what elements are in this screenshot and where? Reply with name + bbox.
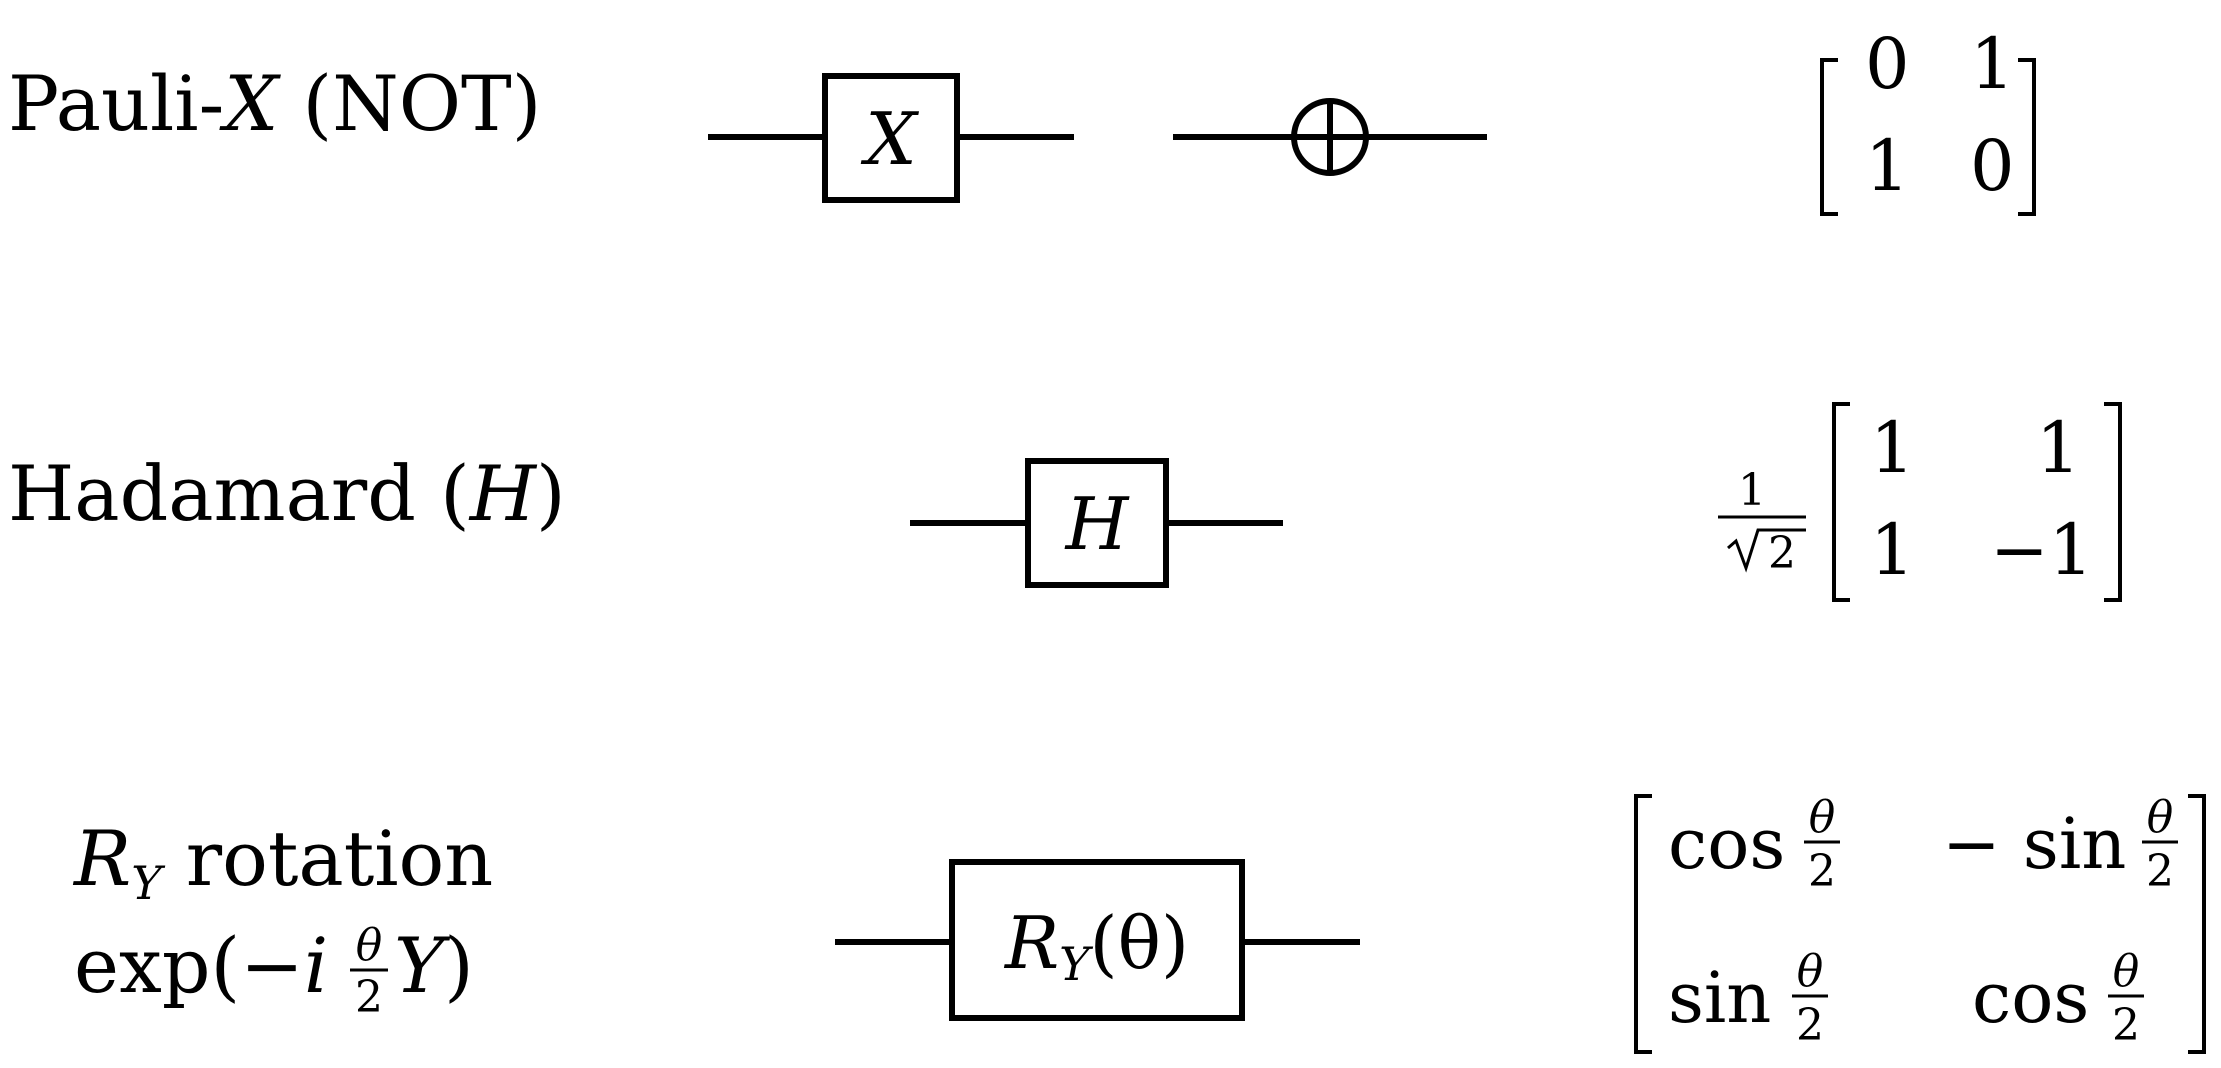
matrix-cell: 1	[2036, 407, 2081, 489]
matrix-cell: −1	[1990, 509, 2093, 591]
fraction-denominator: 2	[355, 972, 383, 1023]
left-bracket	[1820, 58, 1838, 216]
svg-text:cos: cos	[1668, 803, 1785, 885]
hadamard-gate: H	[910, 458, 1283, 588]
svg-text:2: 2	[1796, 1000, 1824, 1051]
left-bracket	[1832, 402, 1850, 602]
sqrt-sign-icon	[1727, 528, 1806, 573]
gate-symbol-h: H	[1064, 482, 1130, 566]
svg-text:exp(−i: exp(−i	[74, 921, 328, 1010]
matrix-cell: − sin θ 2	[1942, 792, 2178, 897]
row-label-hadamard: Hadamard (H)	[8, 449, 566, 538]
row-label-ry-line2: exp(−i θ 2 Y)	[74, 920, 474, 1023]
matrix-cell: cos θ 2	[1668, 792, 1840, 897]
svg-text:θ: θ	[2113, 946, 2140, 997]
ry-gate: RY(θ)	[835, 859, 1360, 1021]
matrix-cell: 0	[1865, 23, 1910, 105]
left-bracket	[1634, 794, 1652, 1054]
matrix-cell: 1	[1870, 509, 1915, 591]
right-bracket	[2188, 794, 2206, 1054]
svg-text:2: 2	[1808, 846, 1836, 897]
matrix-cell: cos θ 2	[1972, 946, 2144, 1051]
matrix-hadamard: 1 2 1 1 1 −1	[1718, 402, 2122, 602]
fraction-denominator: 2	[1768, 528, 1796, 579]
fraction-numerator: 1	[1738, 465, 1766, 516]
matrix-cell: 0	[1970, 125, 2015, 207]
right-bracket	[2104, 402, 2122, 602]
gate-symbol-x: X	[860, 97, 919, 181]
right-bracket	[2018, 58, 2036, 216]
row-ry-rotation: RY rotation exp(−i θ 2 Y) RY(θ) cos θ 2	[72, 792, 2206, 1054]
svg-text:2: 2	[2146, 846, 2174, 897]
row-label-pauli-x: Pauli-X (NOT)	[8, 59, 541, 148]
pauli-x-gate: X	[708, 73, 1074, 203]
svg-text:θ: θ	[1809, 792, 1836, 843]
gate-symbol-ry: RY(θ)	[1003, 901, 1189, 991]
matrix-cell: 1	[1870, 407, 1915, 489]
fraction-numerator: θ	[356, 920, 383, 971]
oplus-icon	[1173, 98, 1487, 176]
matrix-ry: cos θ 2 − sin θ 2 sin θ 2 cos	[1634, 792, 2206, 1054]
svg-text:sin: sin	[1668, 957, 1771, 1039]
row-label-ry-line1: RY rotation	[72, 814, 493, 910]
matrix-cell: 1	[1970, 23, 2015, 105]
matrix-pauli-x: 0 1 1 0	[1820, 23, 2036, 216]
prefactor-fraction: 1 2	[1718, 465, 1806, 579]
matrix-cell: sin θ 2	[1668, 946, 1828, 1051]
svg-text:Y): Y)	[394, 921, 474, 1010]
svg-text:− sin: − sin	[1942, 803, 2126, 885]
svg-text:2: 2	[2112, 1000, 2140, 1051]
matrix-cell: 1	[1865, 125, 1910, 207]
svg-text:θ: θ	[1797, 946, 1824, 997]
row-hadamard: Hadamard (H) H 1 2 1 1 1 −1	[8, 402, 2122, 602]
svg-text:cos: cos	[1972, 957, 2089, 1039]
row-pauli-x: Pauli-X (NOT) X 0 1 1 0	[8, 23, 2036, 216]
svg-text:θ: θ	[2147, 792, 2174, 843]
